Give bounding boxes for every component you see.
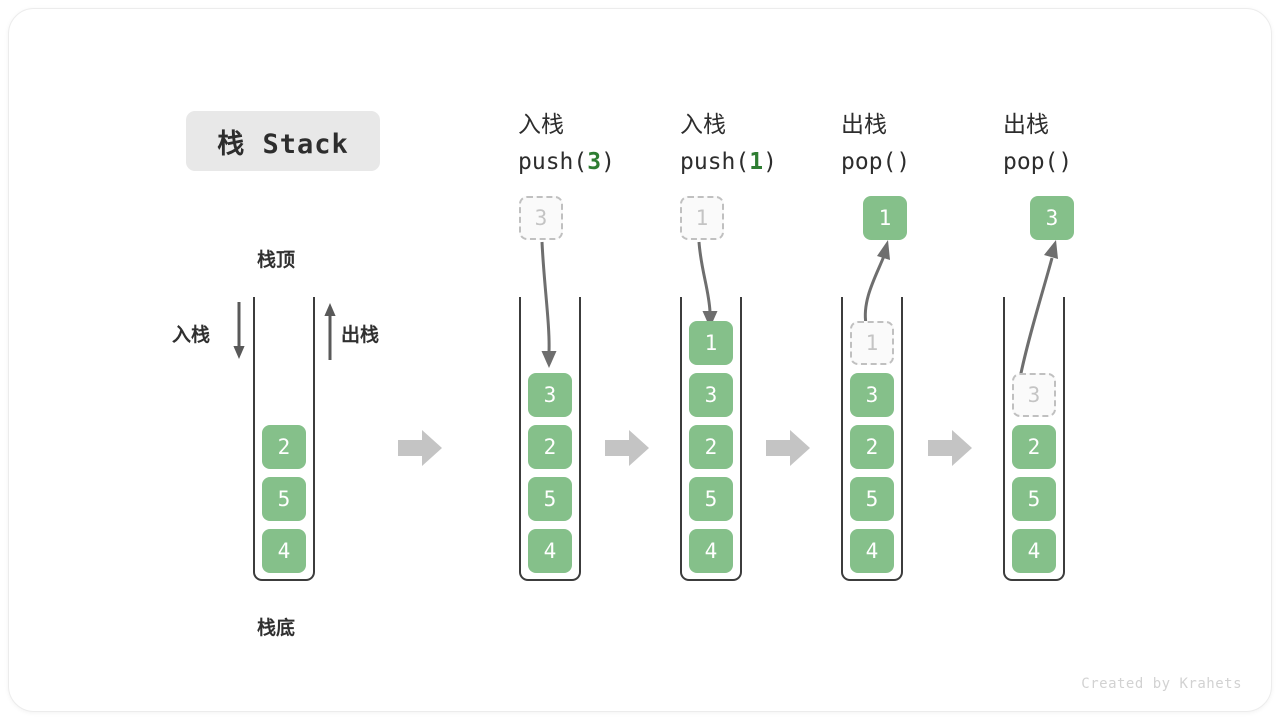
stack-cell: 3 xyxy=(528,373,572,417)
stack-cell: 5 xyxy=(262,477,306,521)
initial-pop-label: 出栈 xyxy=(341,325,380,346)
code-prefix: push( xyxy=(518,149,588,175)
stack-cell: 5 xyxy=(528,477,572,521)
floating-cell-push-1: 1 xyxy=(680,196,724,240)
code-prefix: pop( xyxy=(841,149,897,175)
code-suffix: ) xyxy=(763,149,777,175)
stack-cell: 4 xyxy=(262,529,306,573)
stack-cell: 4 xyxy=(528,529,572,573)
stack-cell: 4 xyxy=(850,529,894,573)
stack-top-label: 栈顶 xyxy=(257,250,296,271)
stack-cell: 3 xyxy=(850,373,894,417)
code-prefix: pop( xyxy=(1003,149,1059,175)
motion-arrow-down-push-1 xyxy=(697,241,718,328)
code-arg: 1 xyxy=(749,149,764,175)
stack-cell: 4 xyxy=(1012,529,1056,573)
stack-container-pop-3 xyxy=(1003,297,1065,581)
step-header-code: pop() xyxy=(841,143,910,181)
stack-cell: 2 xyxy=(850,425,894,469)
stack-bottom-label: 栈底 xyxy=(257,618,296,639)
stack-cell-ghost: 3 xyxy=(1012,373,1056,417)
step-header-pop-3: 出栈 pop() xyxy=(1003,105,1072,181)
code-prefix: push( xyxy=(680,149,750,175)
step-header-cn: 出栈 xyxy=(1003,111,1049,137)
stack-cell: 2 xyxy=(528,425,572,469)
stack-cell: 2 xyxy=(1012,425,1056,469)
code-arg: 3 xyxy=(587,149,602,175)
step-separator-arrow-icon xyxy=(398,430,442,466)
push-down-arrow-icon xyxy=(233,302,245,359)
step-header-push-3: 入栈 push(3) xyxy=(518,105,615,181)
stack-cell: 5 xyxy=(850,477,894,521)
step-header-push-1: 入栈 push(1) xyxy=(680,105,777,181)
motion-arrow-up-pop-1 xyxy=(863,240,890,325)
floating-cell-pop-3: 3 xyxy=(1030,196,1074,240)
pop-up-arrow-icon xyxy=(324,303,336,360)
stack-cell: 1 xyxy=(689,321,733,365)
step-separator-arrow-icon xyxy=(605,430,649,466)
stack-cell: 5 xyxy=(1012,477,1056,521)
stack-container-push-1 xyxy=(680,297,742,581)
stack-cell: 4 xyxy=(689,529,733,573)
step-header-cn: 入栈 xyxy=(680,111,726,137)
page-title: 栈 Stack xyxy=(186,111,380,171)
step-header-code: push(1) xyxy=(680,143,777,181)
step-header-cn: 入栈 xyxy=(518,111,564,137)
step-header-code: pop() xyxy=(1003,143,1072,181)
stack-cell: 2 xyxy=(262,425,306,469)
stack-cell-ghost: 1 xyxy=(850,321,894,365)
step-header-cn: 出栈 xyxy=(841,111,887,137)
floating-cell-push-3: 3 xyxy=(519,196,563,240)
step-header-code: push(3) xyxy=(518,143,615,181)
motion-arrow-down-push-3 xyxy=(540,241,557,368)
stack-container-initial xyxy=(253,297,315,581)
motion-arrow-up-pop-3 xyxy=(1018,240,1058,379)
floating-cell-pop-1: 1 xyxy=(863,196,907,240)
step-header-pop-1: 出栈 pop() xyxy=(841,105,910,181)
code-suffix: ) xyxy=(601,149,615,175)
code-suffix: ) xyxy=(896,149,911,175)
credit-text: Created by Krahets xyxy=(1081,676,1242,692)
stack-cell: 3 xyxy=(689,373,733,417)
stack-cell: 5 xyxy=(689,477,733,521)
initial-push-label: 入栈 xyxy=(172,325,211,346)
step-separator-arrow-icon xyxy=(928,430,972,466)
stack-cell: 2 xyxy=(689,425,733,469)
step-separator-arrow-icon xyxy=(766,430,810,466)
code-suffix: ) xyxy=(1058,149,1073,175)
stack-container-push-3 xyxy=(519,297,581,581)
stack-container-pop-1 xyxy=(841,297,903,581)
